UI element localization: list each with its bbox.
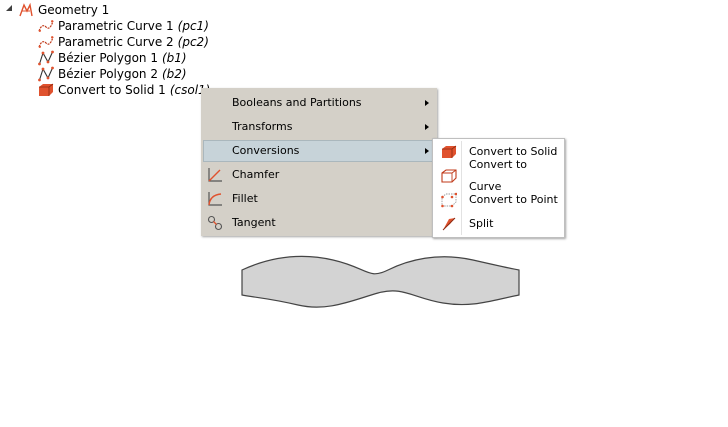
tree-node-tag: (pc1)	[177, 19, 209, 33]
context-menu: Booleans and Partitions Transforms Conve…	[201, 88, 437, 236]
menu-item-label: Transforms	[232, 120, 293, 133]
menu-item-label: Convert to Solid	[469, 145, 558, 158]
menu-item-conversions[interactable]: Conversions	[203, 140, 435, 162]
tree-node-label: Bézier Polygon 2	[58, 67, 158, 81]
menu-item-booleans-and-partitions[interactable]: Booleans and Partitions	[203, 92, 435, 114]
menu-item-label: Convert to Curve	[469, 158, 528, 193]
menu-item-label: Tangent	[232, 216, 276, 229]
menu-item-label: Convert to Point	[469, 193, 558, 206]
menu-item-label: Fillet	[232, 192, 258, 205]
parametric-curve-icon	[38, 20, 54, 32]
menu-item-transforms[interactable]: Transforms	[203, 116, 435, 138]
parametric-curve-icon	[38, 36, 54, 48]
menu-item-chamfer[interactable]: Chamfer	[203, 164, 435, 186]
convert-to-solid-icon	[442, 145, 457, 158]
tree-node-label: Parametric Curve 2	[58, 35, 174, 49]
tree-node-convert-to-solid-1[interactable]: Convert to Solid 1 (csol1)	[38, 82, 210, 98]
tree-node-geometry[interactable]: Geometry 1	[18, 2, 109, 18]
menu-item-tangent[interactable]: Tangent	[203, 212, 435, 234]
menu-item-convert-to-point[interactable]: Convert to Point	[435, 189, 562, 211]
tree-node-bezier-polygon-2[interactable]: Bézier Polygon 2 (b2)	[38, 66, 187, 82]
tree-node-tag: (pc2)	[177, 35, 209, 49]
icon-gutter-divider	[461, 141, 462, 235]
tree-node-tag: (b2)	[161, 67, 187, 81]
tree-node-label: Parametric Curve 1	[58, 19, 174, 33]
tree-node-bezier-polygon-1[interactable]: Bézier Polygon 1 (b1)	[38, 50, 187, 66]
bezier-polygon-icon	[38, 66, 54, 82]
tree-node-label: Bézier Polygon 1	[58, 51, 158, 65]
geometry-icon	[19, 2, 33, 17]
submenu-arrow-icon	[425, 100, 429, 106]
convert-to-solid-icon	[39, 83, 54, 96]
submenu-arrow-icon	[425, 148, 429, 154]
menu-item-label: Conversions	[232, 144, 300, 157]
tree-node-label: Convert to Solid 1	[58, 83, 166, 97]
bezier-polygon-icon	[38, 50, 54, 66]
menu-item-split[interactable]: Split	[435, 213, 562, 235]
convert-to-point-icon	[441, 192, 457, 208]
menu-item-label: Split	[469, 217, 494, 230]
solid-shape-preview	[241, 255, 520, 308]
tree-node-parametric-curve-1[interactable]: Parametric Curve 1 (pc1)	[38, 18, 209, 34]
menu-item-label: Chamfer	[232, 168, 280, 181]
tree-node-parametric-curve-2[interactable]: Parametric Curve 2 (pc2)	[38, 34, 209, 50]
split-icon	[442, 217, 456, 231]
menu-item-label: Booleans and Partitions	[232, 96, 362, 109]
tree-node-label: Geometry 1	[38, 3, 110, 17]
tangent-icon	[207, 215, 223, 231]
submenu-arrow-icon	[425, 124, 429, 130]
conversions-submenu: Convert to Solid Convert to Curve Conver…	[432, 138, 565, 238]
tree-node-tag: (csol1)	[169, 83, 211, 97]
chamfer-icon	[208, 168, 222, 182]
menu-item-fillet[interactable]: Fillet	[203, 188, 435, 210]
tree-node-tag: (b1)	[161, 51, 187, 65]
menu-item-convert-to-solid[interactable]: Convert to Solid	[435, 141, 562, 163]
menu-item-convert-to-curve[interactable]: Convert to Curve	[435, 158, 562, 193]
convert-to-curve-icon	[441, 169, 457, 183]
fillet-icon	[208, 192, 222, 206]
collapse-arrow-icon[interactable]	[5, 4, 13, 12]
